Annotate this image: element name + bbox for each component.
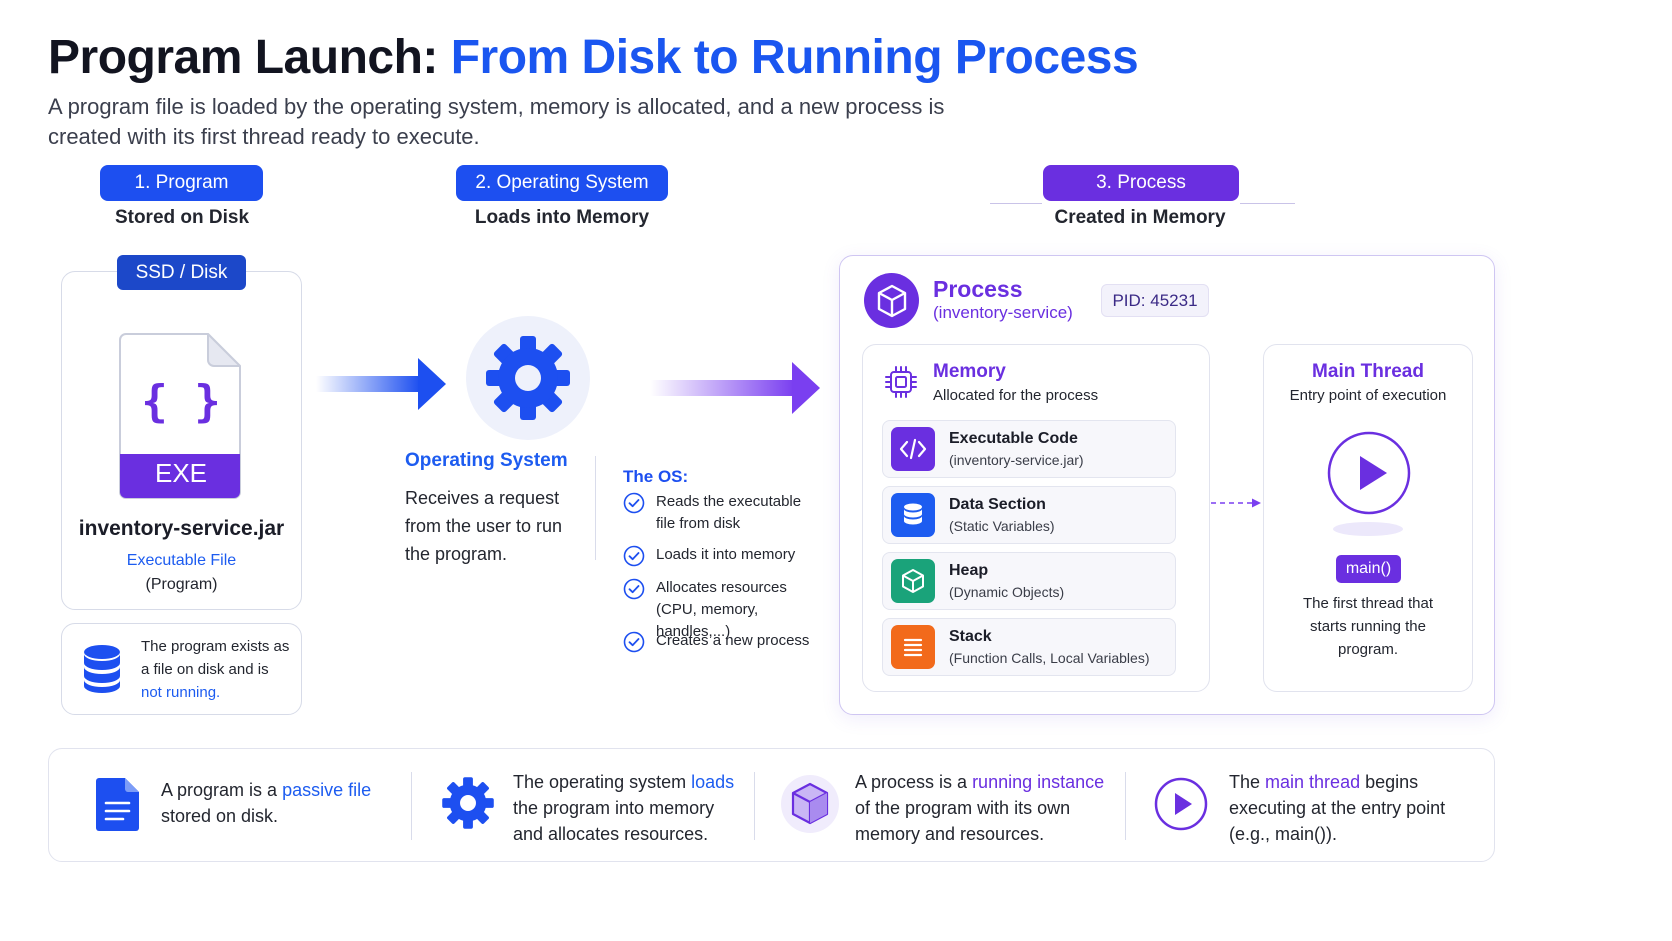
memory-row-heap: Heap (Dynamic Objects) <box>882 552 1176 610</box>
title-accent: From Disk to Running Process <box>450 31 1139 84</box>
check-circle-icon <box>623 492 645 514</box>
file-role: (Program) <box>145 576 218 593</box>
main-thread-subtitle: Entry point of execution <box>1289 387 1447 404</box>
play-icon <box>1154 777 1208 831</box>
main-thread-title: Main Thread <box>1312 361 1424 382</box>
os-list-title: The OS: <box>623 467 689 486</box>
check-circle-icon <box>623 578 645 600</box>
step-3-pill: 3. Process <box>1043 165 1239 201</box>
os-list-item: Creates a new process <box>623 630 823 653</box>
play-icon <box>1327 431 1411 515</box>
file-type: Executable File <box>126 552 237 569</box>
disk-note: The program exists as a file on disk and… <box>141 638 290 701</box>
os-list-item: Loads it into memory <box>623 544 823 567</box>
main-thread-card <box>1263 344 1473 692</box>
check-circle-icon <box>623 631 645 653</box>
step-3-subtitle: Created in Memory <box>1054 207 1226 228</box>
memory-row-code: Executable Code (inventory-service.jar) <box>882 420 1176 478</box>
summary-item-2: The operating system loads the program i… <box>513 772 735 844</box>
os-title: Operating System <box>405 450 568 471</box>
database-icon <box>84 645 120 693</box>
summary-divider <box>754 772 755 840</box>
file-name: inventory-service.jar <box>78 517 285 540</box>
pid-badge: PID: 45231 <box>1101 284 1209 317</box>
memory-row-desc: (Function Calls, Local Variables) <box>949 650 1150 666</box>
memory-chip-icon <box>885 366 917 398</box>
document-icon <box>96 778 139 831</box>
gear-icon <box>486 336 570 420</box>
database-icon <box>891 493 935 537</box>
arrow-disk-to-os <box>316 358 446 410</box>
os-divider <box>595 456 596 560</box>
memory-subtitle: Allocated for the process <box>933 387 1099 404</box>
step-2-pill: 2. Operating System <box>456 165 668 201</box>
check-circle-icon <box>623 545 645 567</box>
page-subtitle: A program file is loaded by the operatin… <box>48 94 945 149</box>
page-title: Program Launch: From Disk to Running Pro… <box>48 30 1139 85</box>
step-1-subtitle: Stored on Disk <box>114 207 250 228</box>
summary-divider <box>1125 772 1126 840</box>
memory-row-desc: (Static Variables) <box>949 518 1055 534</box>
os-list-item: Reads the executable file from disk <box>623 491 823 535</box>
memory-row-desc: (Dynamic Objects) <box>949 584 1065 600</box>
exe-file-icon <box>119 333 241 499</box>
cube-icon <box>877 284 907 318</box>
os-description: Receives a request from the user to run … <box>405 488 563 564</box>
main-thread-description: The first thread that starts running the… <box>1302 595 1434 658</box>
memory-row-name: Stack <box>949 628 992 645</box>
summary-item-4: The main thread begins executing at the … <box>1229 772 1446 844</box>
memory-to-thread-connector <box>1211 498 1261 508</box>
memory-row-desc: (inventory-service.jar) <box>949 452 1084 468</box>
memory-row-data: Data Section (Static Variables) <box>882 486 1176 544</box>
memory-row-name: Executable Code <box>949 430 1078 447</box>
not-running-highlight: not running. <box>141 684 221 701</box>
file-glyph: { } <box>141 376 221 427</box>
memory-row-name: Heap <box>949 562 989 579</box>
memory-row-name: Data Section <box>949 496 1046 513</box>
stack-icon <box>891 625 935 669</box>
step-1-pill: 1. Program <box>100 165 263 201</box>
gear-icon <box>442 777 494 829</box>
title-main: Program Launch: <box>48 31 451 84</box>
disk-tag: SSD / Disk <box>117 255 246 290</box>
cube-icon <box>791 782 829 825</box>
code-icon <box>891 427 935 471</box>
step-3-rule-left <box>990 203 1042 204</box>
summary-divider <box>411 772 412 840</box>
step-2-subtitle: Loads into Memory <box>474 207 650 228</box>
play-shadow <box>1333 522 1403 536</box>
summary-strip <box>48 748 1495 862</box>
summary-item-3: A process is a running instance of the p… <box>855 772 1105 844</box>
os-list-item: Allocates resources (CPU, memory, handle… <box>623 577 823 643</box>
process-title: Process <box>933 276 1023 302</box>
memory-row-stack: Stack (Function Calls, Local Variables) <box>882 618 1176 676</box>
summary-item-1: A program is a passive file stored on di… <box>161 780 372 826</box>
step-3-rule-right <box>1240 203 1295 204</box>
exe-badge: EXE <box>154 458 208 488</box>
memory-title: Memory <box>933 361 1006 382</box>
process-subtitle: (inventory-service) <box>933 303 1073 322</box>
arrow-os-to-process <box>650 362 820 414</box>
cube-icon <box>891 559 935 603</box>
main-entry-badge: main() <box>1336 555 1401 583</box>
